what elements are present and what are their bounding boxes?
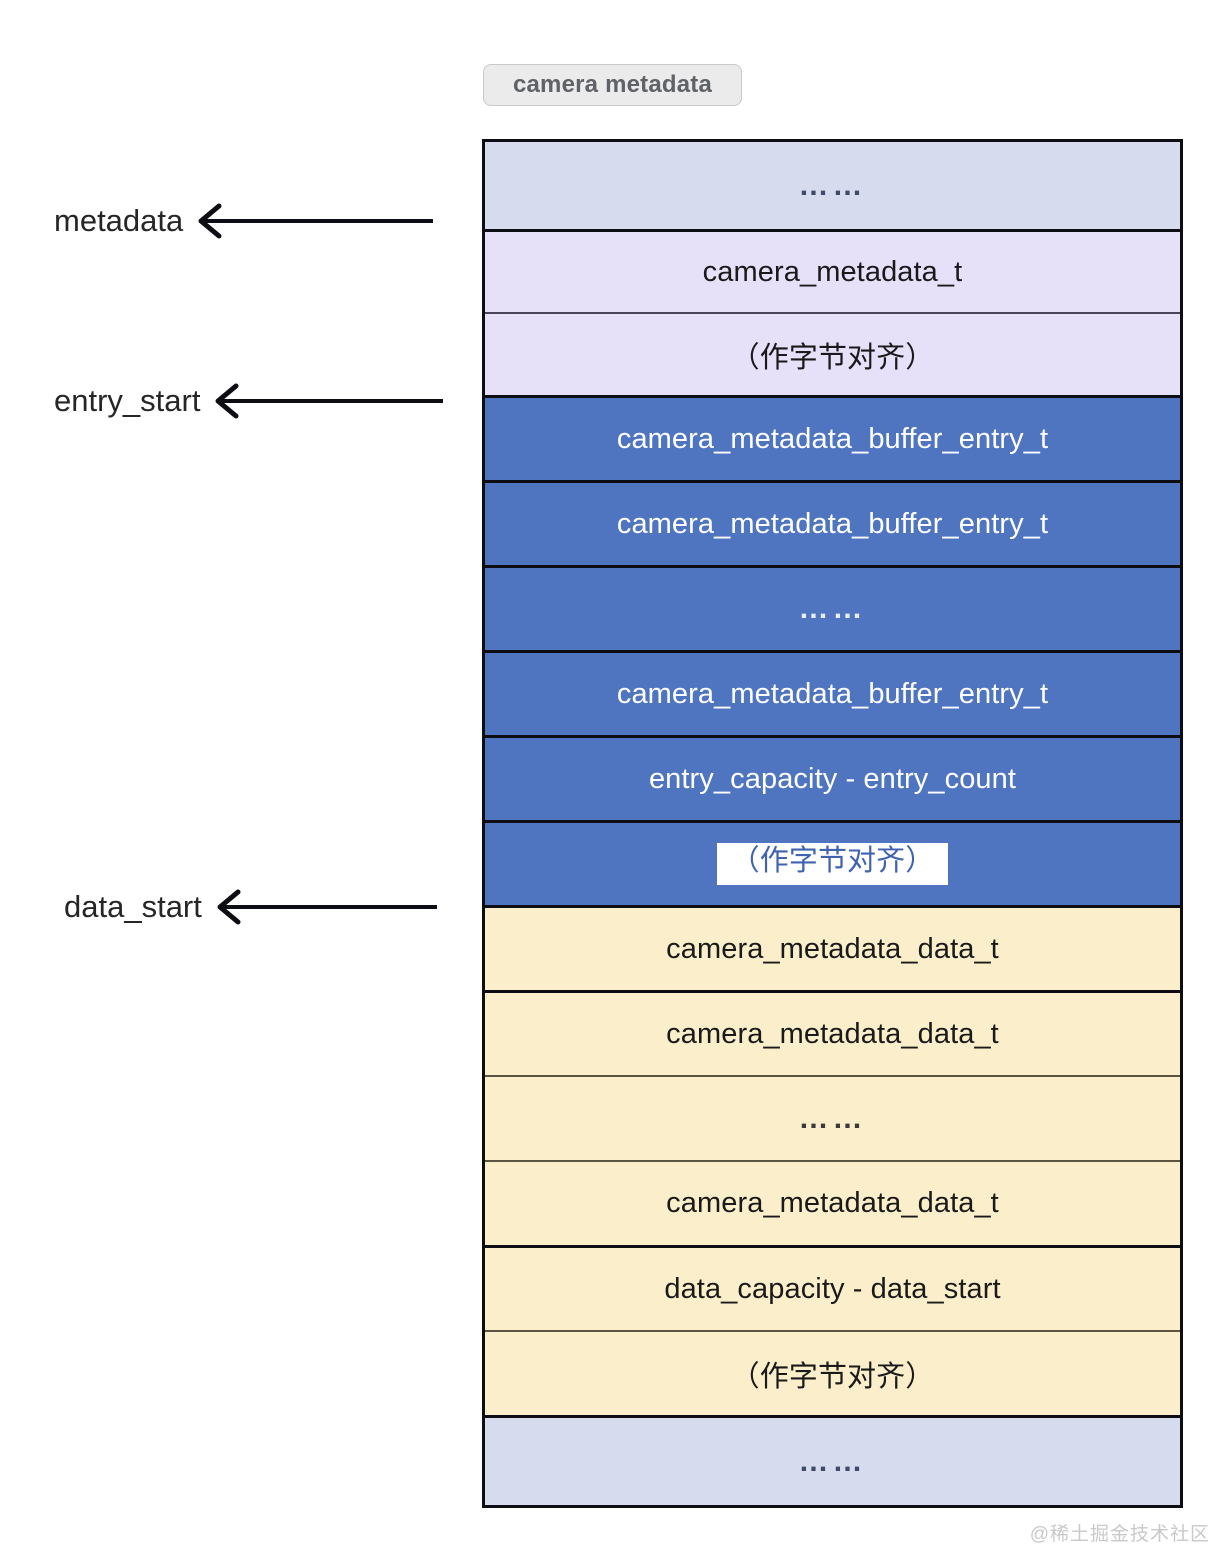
ellipsis-text: …… [798, 1101, 867, 1135]
memory-row-top-ellipsis: …… [485, 142, 1180, 229]
memory-row-label: camera_metadata_data_t [666, 1017, 999, 1050]
pointer-entry-start: entry_start [54, 381, 444, 421]
memory-row-label: data_capacity - data_start [664, 1272, 1001, 1305]
memory-row-header-align: （作字节对齐） [485, 312, 1180, 395]
memory-row-data-align: （作字节对齐） [485, 1330, 1180, 1415]
ellipsis-text: …… [798, 1444, 867, 1478]
memory-row-label: camera_metadata_buffer_entry_t [616, 677, 1049, 710]
watermark-text: @稀土掘金技术社区 [1029, 1524, 1210, 1545]
memory-row-camera-metadata-t: camera_metadata_t [485, 229, 1180, 312]
memory-row-label: camera_metadata_buffer_entry_t [616, 507, 1049, 540]
ellipsis-text: …… [798, 168, 867, 202]
pointer-label: metadata [54, 203, 184, 238]
memory-row-data-2: camera_metadata_data_t [485, 990, 1180, 1075]
memory-row-data-ellipsis: …… [485, 1075, 1180, 1160]
memory-row-label: camera_metadata_t [702, 255, 963, 288]
pointer-label: data_start [64, 889, 202, 924]
memory-row-data-free-space: data_capacity - data_start [485, 1245, 1180, 1330]
memory-row-entry-ellipsis: …… [485, 565, 1180, 650]
memory-row-data-1: camera_metadata_data_t [485, 905, 1180, 990]
memory-row-entry-1: camera_metadata_buffer_entry_t [485, 395, 1180, 480]
memory-layout-table: …… camera_metadata_t （作字节对齐） camera_meta… [482, 139, 1183, 1508]
memory-row-label: （作字节对齐） [730, 1360, 935, 1393]
pointer-label: entry_start [54, 383, 201, 418]
memory-row-entry-2: camera_metadata_buffer_entry_t [485, 480, 1180, 565]
memory-row-label: camera_metadata_buffer_entry_t [616, 422, 1049, 455]
left-arrow-icon [183, 201, 434, 241]
memory-row-data-n: camera_metadata_data_t [485, 1160, 1180, 1245]
ellipsis-text: …… [798, 592, 867, 625]
left-arrow-icon [202, 887, 437, 927]
memory-row-entry-n: camera_metadata_buffer_entry_t [485, 650, 1180, 735]
pointer-data-start: data_start [64, 887, 437, 927]
left-arrow-icon [200, 381, 444, 421]
memory-row-label: entry_capacity - entry_count [648, 762, 1017, 795]
memory-row-label: camera_metadata_data_t [666, 932, 999, 965]
memory-row-entry-align: （作字节对齐） [485, 820, 1180, 905]
memory-row-bottom-ellipsis: …… [485, 1415, 1180, 1505]
pointer-metadata: metadata [54, 201, 434, 241]
memory-row-label: （作字节对齐） [730, 341, 935, 374]
diagram-title-badge: camera metadata [483, 64, 742, 106]
diagram-title-text: camera metadata [512, 71, 713, 98]
memory-row-label-highlighted: （作字节对齐） [716, 843, 949, 885]
memory-row-entry-free-space: entry_capacity - entry_count [485, 735, 1180, 820]
memory-row-label: camera_metadata_data_t [666, 1187, 999, 1219]
